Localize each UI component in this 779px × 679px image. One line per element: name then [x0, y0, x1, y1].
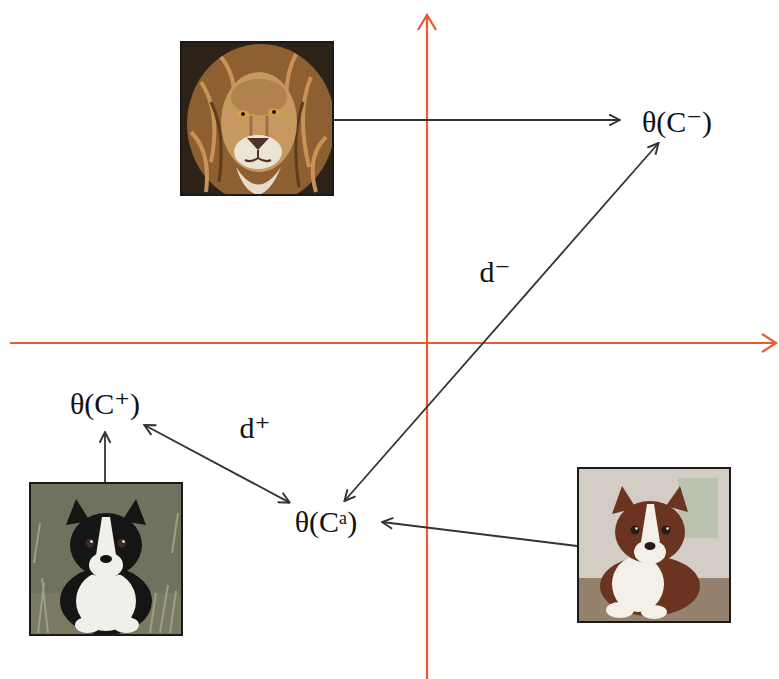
- axes: [10, 15, 776, 679]
- embedding-label: θ(C⁺): [70, 386, 140, 422]
- embedding-point: θ(C⁻): [640, 104, 714, 140]
- x-axis: [10, 342, 776, 344]
- leader-lines: [105, 120, 620, 546]
- y-axis: [426, 16, 428, 679]
- puppy-image: [30, 483, 182, 635]
- distance-label-box: d⁻: [477, 254, 514, 290]
- leader-arrow: [334, 119, 620, 121]
- puppy-image: [578, 468, 730, 622]
- embedding-point: θ(C⁺): [68, 386, 142, 422]
- lion-image: [181, 42, 335, 204]
- distance-label: d⁻: [480, 254, 511, 290]
- y-axis-head: [418, 15, 436, 30]
- distance-label: d⁺: [240, 410, 271, 446]
- embedding-label: θ(Cᵃ): [295, 504, 358, 540]
- leader-arrow: [382, 522, 577, 546]
- distance-arrow: [344, 143, 658, 501]
- x-axis-head: [762, 334, 776, 352]
- embedding-label: θ(C⁻): [642, 104, 712, 140]
- leader-arrow: [104, 432, 106, 482]
- embedding-point: θ(Cᵃ): [293, 504, 360, 540]
- distance-label-box: d⁺: [237, 410, 274, 446]
